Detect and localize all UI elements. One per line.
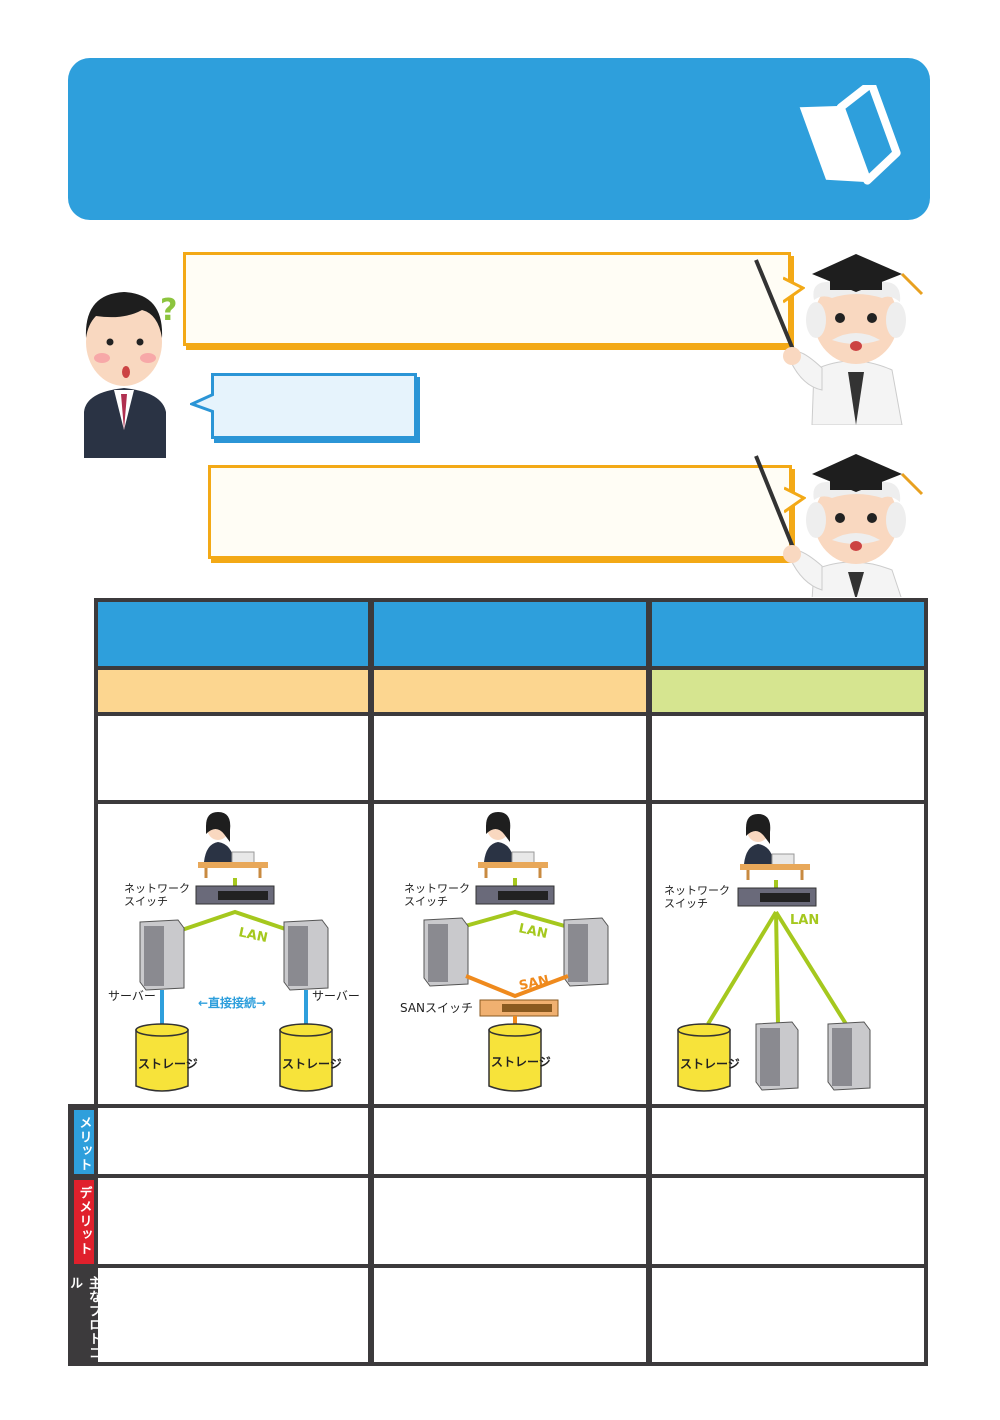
svg-text:LAN: LAN: [517, 921, 549, 942]
merit-cell: [652, 1108, 924, 1174]
table-header-cell: [374, 602, 646, 666]
table-header-cell: [98, 602, 368, 666]
server-icon: [755, 1021, 799, 1091]
table-header-cell: [652, 602, 924, 666]
merit-label: メリット: [74, 1110, 94, 1174]
protocol-label: 主なプロトコル: [67, 1270, 101, 1362]
bubble-tail: [190, 392, 214, 414]
professor-icon: [754, 454, 924, 597]
svg-text:サーバー: サーバー: [108, 989, 156, 1003]
svg-text:スイッチ: スイッチ: [664, 897, 708, 910]
businessman-icon: [84, 292, 166, 458]
storage-icon: [135, 1023, 189, 1092]
nas-diagram: ネットワーク スイッチ LAN ストレージ: [664, 814, 871, 1092]
storage-icon: [488, 1023, 542, 1092]
san-switch-icon: [479, 999, 559, 1017]
svg-text:ストレージ: ストレージ: [282, 1057, 342, 1071]
network-switch-icon: [475, 885, 555, 905]
demerit-cell: [374, 1178, 646, 1264]
svg-text:ネットワーク: ネットワーク: [124, 882, 190, 895]
professor-speech-bubble-2: [208, 465, 792, 559]
table-subheader-cell: [374, 670, 646, 712]
svg-text:ストレージ: ストレージ: [491, 1055, 551, 1069]
professor-icon: [754, 254, 924, 425]
merit-cell: [98, 1108, 368, 1174]
svg-text:スイッチ: スイッチ: [404, 895, 448, 908]
server-icon: [423, 917, 469, 987]
svg-text:ネットワーク: ネットワーク: [664, 884, 730, 897]
svg-text:LAN: LAN: [237, 925, 269, 946]
student-speech-bubble: [211, 373, 417, 439]
beginner-mark-icon: [799, 85, 901, 185]
question-mark-icon: ?: [160, 293, 177, 328]
svg-text:SANスイッチ: SANスイッチ: [400, 1001, 473, 1015]
server-icon: [563, 917, 609, 987]
svg-text:スイッチ: スイッチ: [124, 895, 168, 908]
san-diagram: ネットワーク スイッチ LAN SAN SANスイッチ ストレージ: [400, 812, 609, 1092]
server-icon: [827, 1021, 871, 1091]
network-switch-icon: [737, 887, 817, 907]
server-icon: [139, 919, 185, 991]
svg-text:?: ?: [160, 293, 177, 328]
svg-text:ストレージ: ストレージ: [680, 1057, 740, 1071]
description-cell: [652, 716, 924, 800]
protocol-cell: [374, 1268, 646, 1362]
das-diagram: ネットワーク スイッチ LAN サーバー サーバー ←直接接続→ ストレージ ス…: [108, 812, 360, 1092]
laptop-user-icon: [198, 812, 268, 878]
demerit-cell: [652, 1178, 924, 1264]
bubble-tail: [784, 486, 806, 514]
description-cell: [374, 716, 646, 800]
svg-text:←直接接続→: ←直接接続→: [198, 995, 266, 1010]
demerit-label: デメリット: [74, 1180, 94, 1264]
merit-cell: [374, 1108, 646, 1174]
svg-text:SAN: SAN: [518, 973, 551, 994]
table-subheader-cell: [652, 670, 924, 712]
network-switch-icon: [195, 885, 275, 905]
table-subheader-cell: [98, 670, 368, 712]
svg-text:ストレージ: ストレージ: [138, 1057, 198, 1071]
storage-icon: [279, 1023, 333, 1092]
laptop-user-icon: [740, 814, 810, 880]
demerit-cell: [98, 1178, 368, 1264]
laptop-user-icon: [478, 812, 548, 878]
svg-text:LAN: LAN: [790, 913, 819, 928]
bubble-tail: [783, 276, 805, 304]
server-icon: [283, 919, 329, 991]
title-banner: [68, 58, 930, 220]
description-cell: [98, 716, 368, 800]
protocol-cell: [652, 1268, 924, 1362]
svg-text:サーバー: サーバー: [312, 989, 360, 1003]
storage-icon: [677, 1023, 731, 1092]
professor-speech-bubble-1: [183, 252, 791, 346]
svg-text:ネットワーク: ネットワーク: [404, 882, 470, 895]
protocol-cell: [98, 1268, 368, 1362]
